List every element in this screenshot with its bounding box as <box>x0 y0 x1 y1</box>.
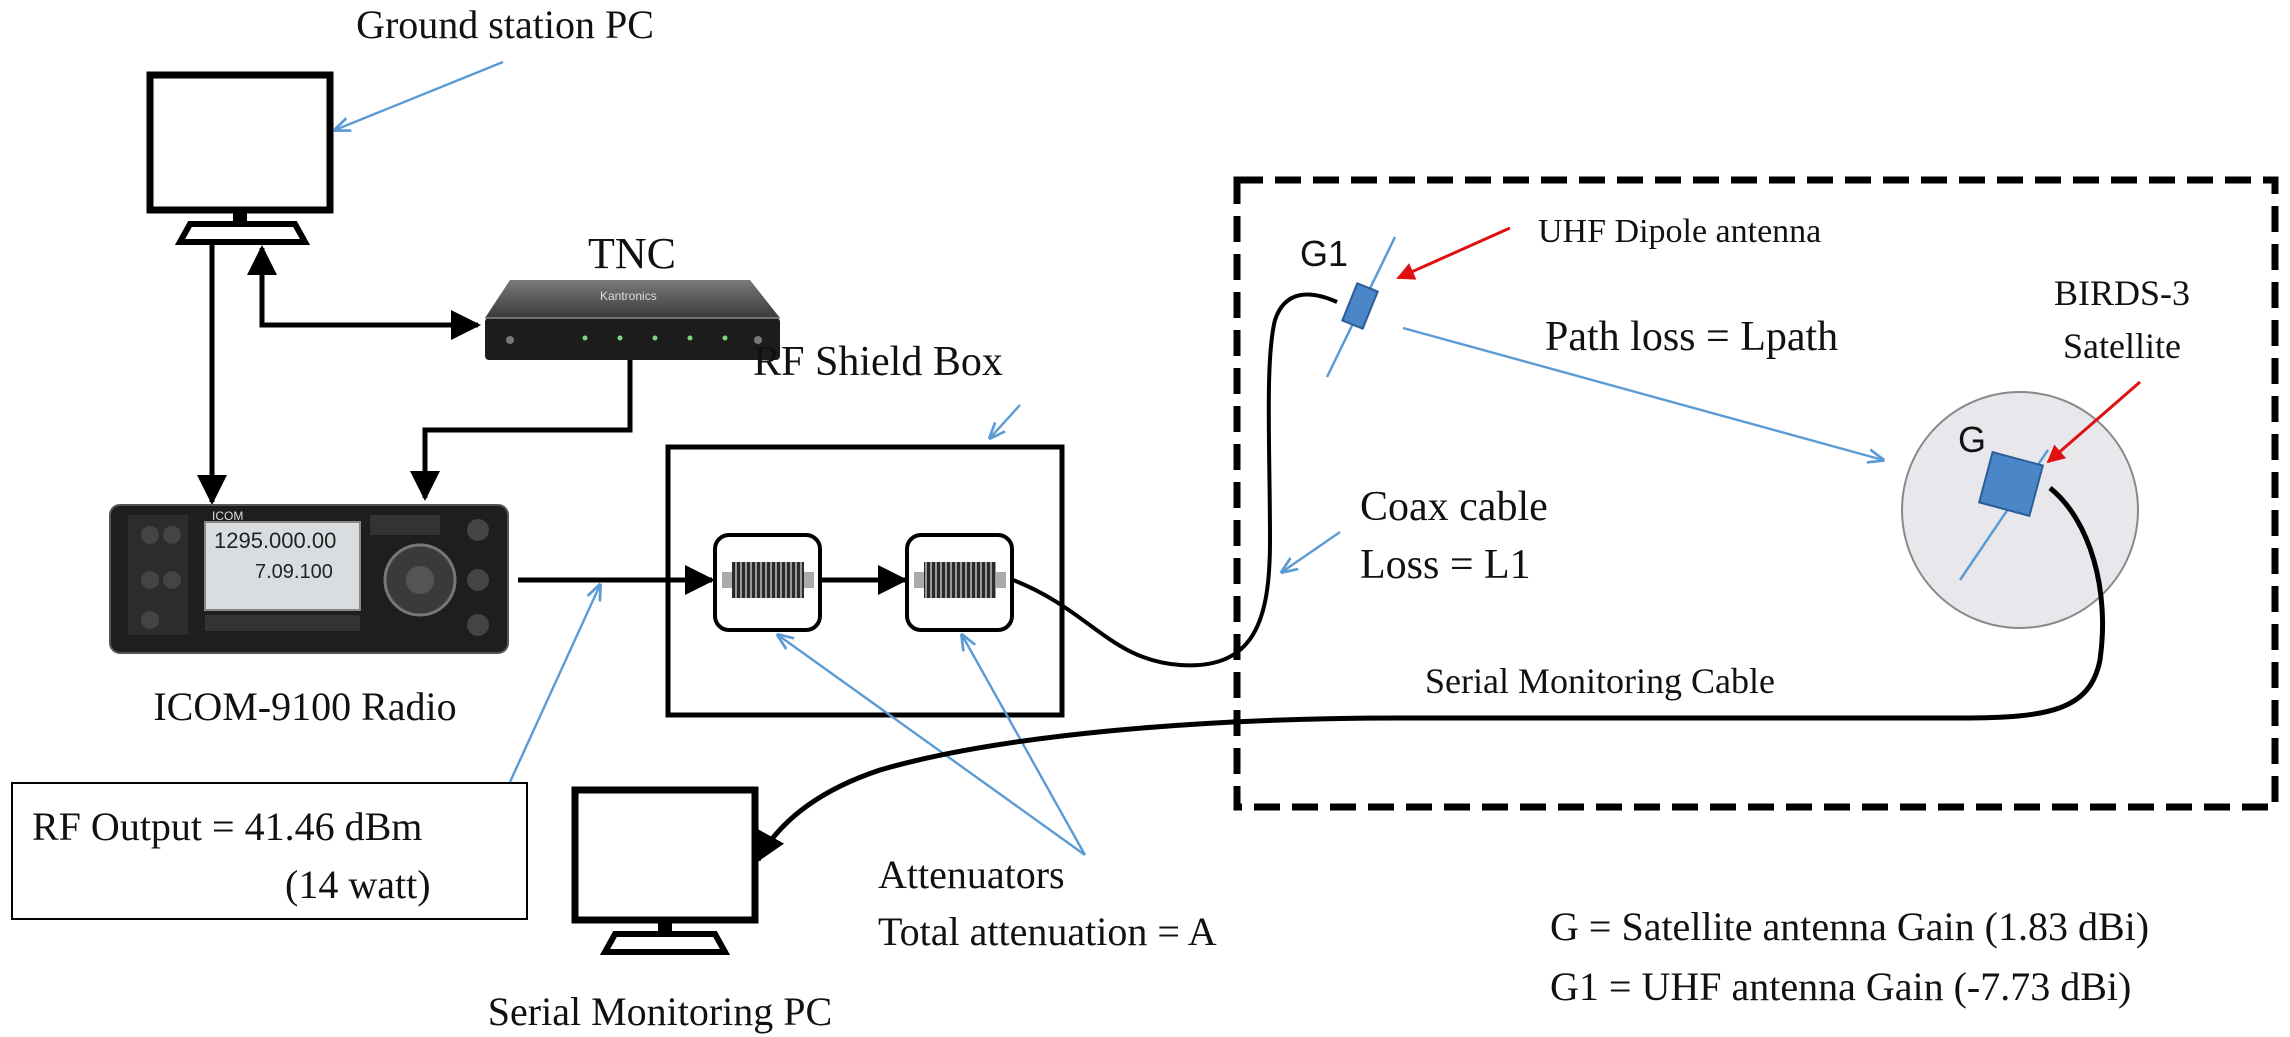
rf-output-callout-arrow <box>508 585 600 783</box>
path-loss-arrow <box>1402 326 1883 460</box>
satellite-antenna-icon <box>1958 449 2050 581</box>
rf-output-box <box>11 782 528 920</box>
tnc-brand-text: Kantronics <box>600 289 657 303</box>
uhf-dipole-antenna-icon <box>1325 236 1397 378</box>
legend-g1: G1 = UHF antenna Gain (-7.73 dBi) <box>1550 964 2131 1009</box>
coax-cable-label: Coax cable <box>1360 484 1548 530</box>
satellite-red-arrow <box>2046 380 2141 464</box>
satellite-label-line2: Satellite <box>2063 326 2181 366</box>
tnc-label: TNC <box>588 229 676 278</box>
radio-display-freq2: 7.09.100 <box>255 561 333 583</box>
uhf-dipole-label: UHF Dipole antenna <box>1538 213 1821 250</box>
icom-radio-label: ICOM-9100 Radio <box>153 684 456 729</box>
test-enclosure <box>1233 176 2279 811</box>
tnc-to-radio-arrow <box>410 360 633 501</box>
total-attenuation-label: Total attenuation = A <box>878 909 1217 954</box>
serial-monitoring-pc-label: Serial Monitoring PC <box>488 989 832 1034</box>
attenuator-2-callout-arrow <box>962 635 1087 856</box>
coax-cable <box>1012 292 1338 668</box>
serial-monitoring-pc-icon <box>571 786 759 955</box>
serial-monitoring-cable <box>755 486 2105 863</box>
attenuators-label: Attenuators <box>878 852 1065 897</box>
rf-shield-box-callout-arrow <box>990 404 1021 438</box>
satellite-label-line1: BIRDS-3 <box>2054 273 2190 313</box>
attenuator-1-callout-arrow <box>778 635 1086 856</box>
g-label: G <box>1958 419 1986 460</box>
g1-label: G1 <box>1300 233 1348 274</box>
ground-station-pc-icon <box>146 71 334 245</box>
rf-output-watt-label: (14 watt) <box>285 862 431 907</box>
radio-display-freq1: 1295.000.00 <box>214 528 336 553</box>
coax-loss-label: Loss = L1 <box>1360 542 1531 588</box>
legend-g: G = Satellite antenna Gain (1.83 dBi) <box>1550 904 2149 949</box>
pc-tnc-link-arrow <box>247 245 481 340</box>
uhf-dipole-red-arrow <box>1396 226 1511 280</box>
rf-shield-box-label: RF Shield Box <box>753 339 1003 385</box>
coax-cable-callout-arrow <box>1282 531 1341 572</box>
ground-station-pc-label: Ground station PC <box>356 2 654 47</box>
tnc-device-icon: Kantronics <box>485 280 780 360</box>
radio-brand-text: ICOM <box>212 509 243 523</box>
ground-station-pc-callout-arrow <box>335 60 504 130</box>
icom-radio-icon: 1295.000.00 7.09.100 ICOM <box>109 504 509 654</box>
path-loss-label: Path loss = Lpath <box>1545 314 1838 360</box>
rf-output-label: RF Output = 41.46 dBm <box>32 804 422 849</box>
rf-shield-box <box>665 444 1065 718</box>
attenuator-2-icon <box>905 533 1014 632</box>
serial-cable-label: Serial Monitoring Cable <box>1425 661 1775 701</box>
attenuator-1-icon <box>713 533 822 632</box>
